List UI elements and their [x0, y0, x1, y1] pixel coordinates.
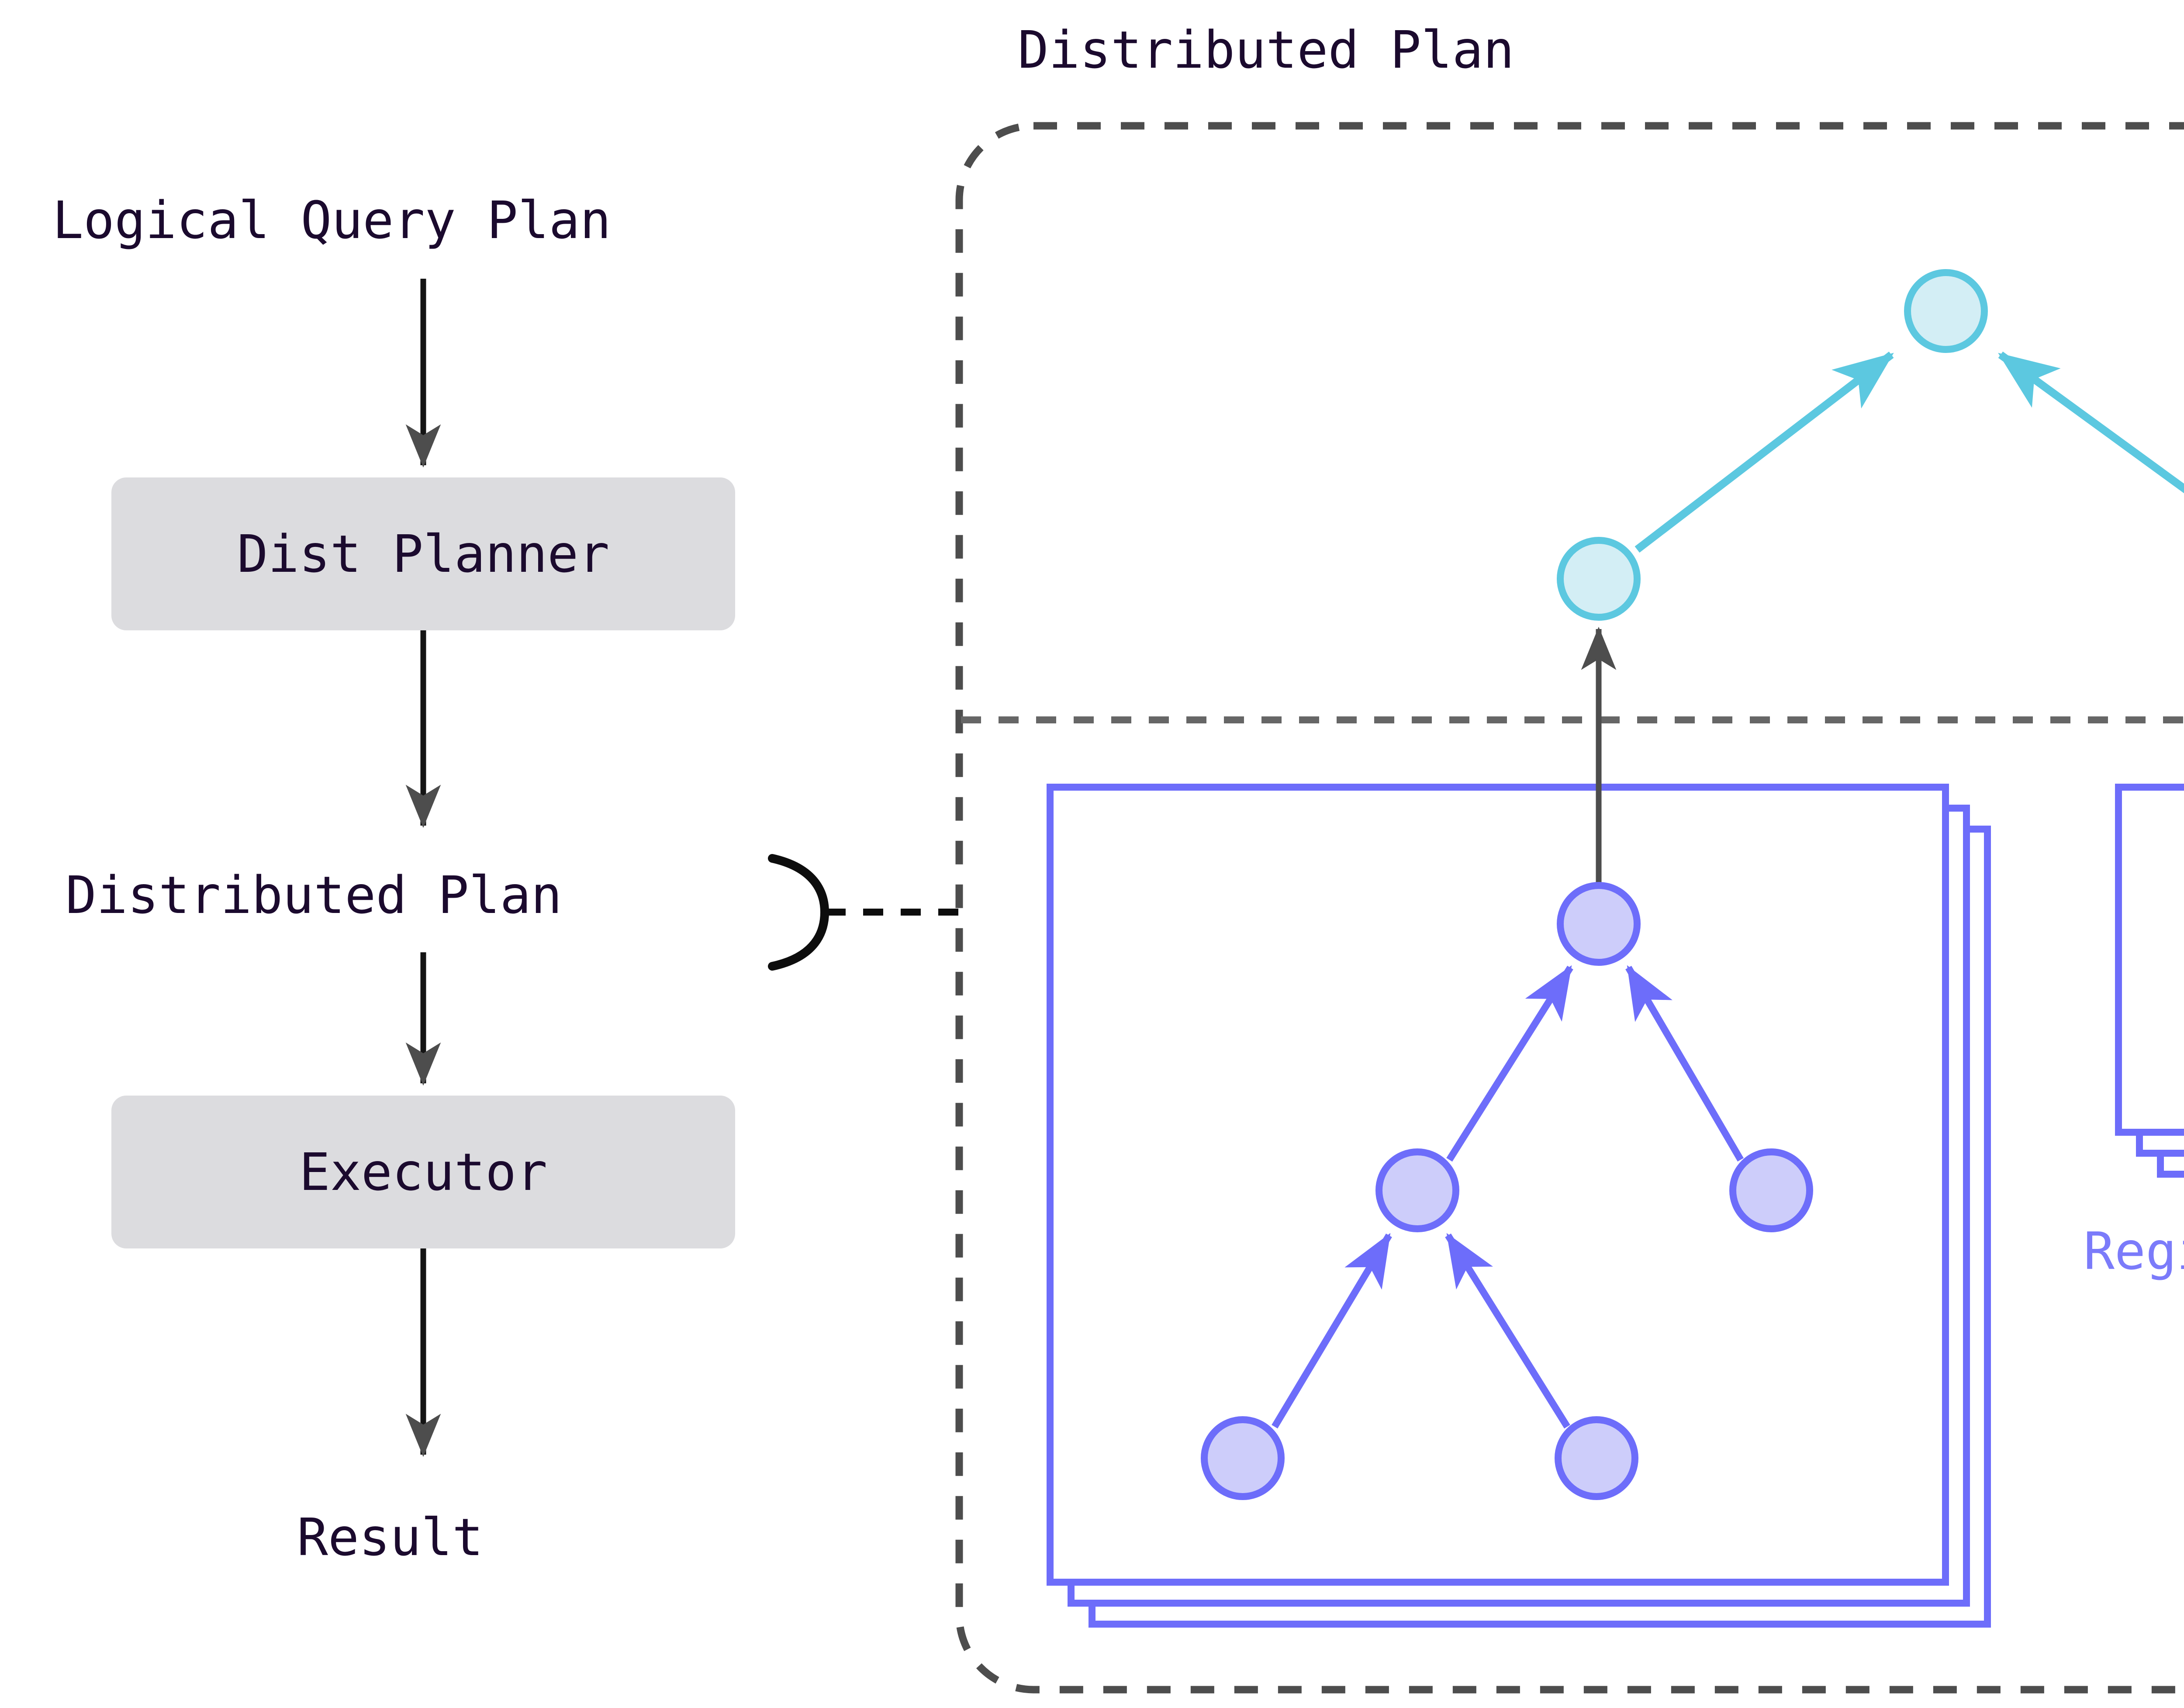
- dist-planner-box[interactable]: [111, 477, 735, 630]
- distributed-plan-container: [955, 122, 2184, 1694]
- logical-query-plan-label: Logical Query Plan: [52, 190, 611, 250]
- datanode-left-tree-edges: [1272, 965, 1744, 1429]
- frontend-node[interactable]: [1904, 269, 1988, 353]
- frontend-tree-nodes: [1557, 269, 1988, 621]
- distributed-plan-pipeline-label: Distributed Plan: [66, 865, 562, 925]
- datanode-node[interactable]: [1201, 1416, 1285, 1500]
- edge-fe-right-to-root: [1998, 351, 2184, 494]
- region-card: [2115, 784, 2184, 1136]
- curly-brace-icon: [768, 854, 829, 971]
- executor-label: Executor: [299, 1142, 548, 1202]
- datanode-node[interactable]: [1557, 882, 1641, 966]
- datanode-node[interactable]: [1729, 1148, 1813, 1232]
- edge-dn-sib-to-root: [1625, 965, 1744, 1162]
- result-label: Result: [297, 1507, 484, 1567]
- datanode-left-tree-nodes: [1201, 882, 1813, 1500]
- edge-dn-b1-to-mid: [1272, 1233, 1392, 1429]
- distributed-plan-connector: [768, 854, 959, 971]
- dist-planner-label: Dist Planner: [237, 524, 610, 584]
- edge-fe-left-to-root: [1635, 351, 1894, 553]
- edge-dn-mid-to-root: [1446, 965, 1573, 1162]
- region-card-stack-left: [1047, 784, 1991, 1628]
- edge-dn-b2-to-mid: [1445, 1233, 1570, 1429]
- frontend-node[interactable]: [1557, 537, 1641, 621]
- regions-label: Regions: [2084, 1221, 2184, 1281]
- region-card-stack-right: [2115, 784, 2184, 1178]
- executor-box[interactable]: [111, 1096, 735, 1248]
- frontend-tree-edges: [1635, 351, 2184, 553]
- datanode-node[interactable]: [1555, 1416, 1638, 1500]
- datanode-node[interactable]: [1375, 1148, 1459, 1232]
- cross-stage-arrows: [1581, 626, 1617, 885]
- distributed-plan-title: Distributed Plan: [1018, 20, 1514, 80]
